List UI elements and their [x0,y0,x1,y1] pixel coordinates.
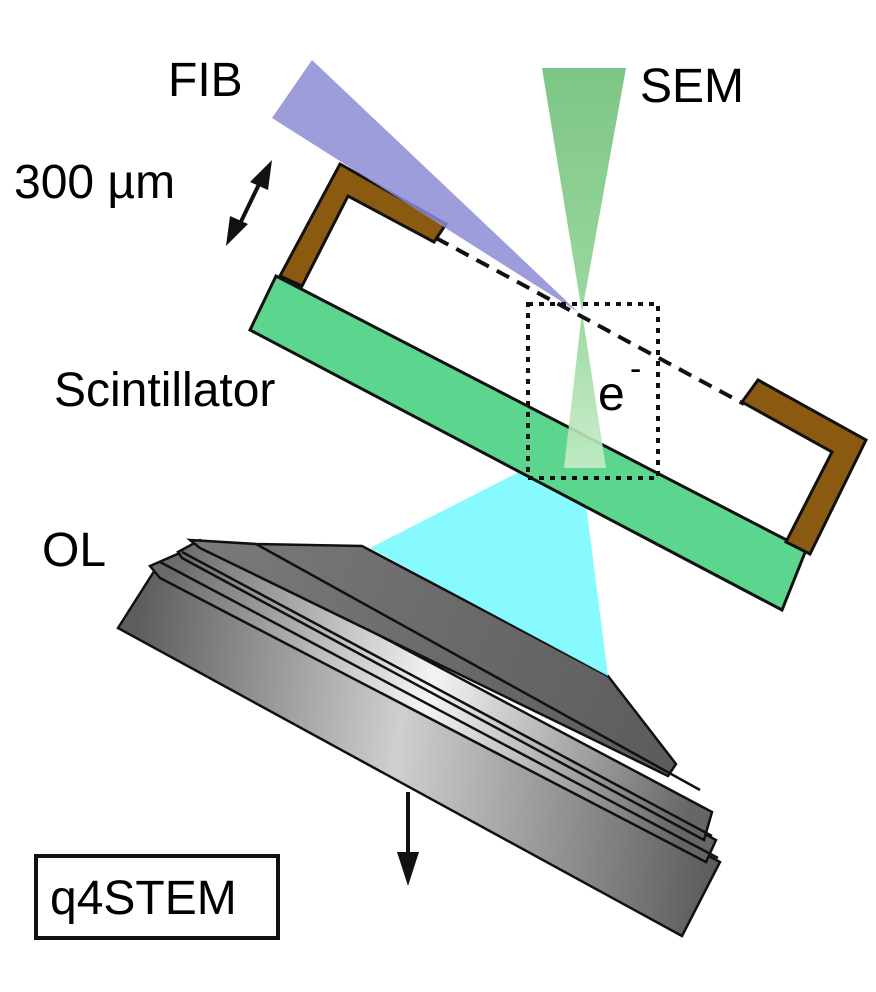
lens-groove-3 [255,542,701,792]
holder-right [739,378,868,557]
scintillator-label: Scintillator [54,364,275,417]
output-arrow [397,792,419,886]
holder-left [277,161,449,288]
sem-beam [542,68,626,468]
mode-label: q4STEM [50,872,237,925]
arrow-head-up-icon [250,160,272,190]
lens-groove-1 [159,560,719,860]
region-of-interest-box [526,302,660,480]
electron-charge-label: - [630,350,641,388]
electron-label: e [598,368,625,421]
distance-arrow [226,160,272,246]
fib-beam [272,60,578,312]
objective-lens-label: OL [42,524,106,577]
scintillator-plate [248,273,808,613]
mode-label-box [34,854,280,940]
lens-groove-2 [181,550,713,838]
light-cone [370,442,608,676]
arrow-head-down-output-icon [397,852,419,886]
fib-label: FIB [168,54,243,107]
sem-label: SEM [640,60,744,113]
lens-base-slab [116,560,722,938]
distance-label: 300 µm [14,156,175,209]
sample-dashed-line [435,236,745,406]
lens-top-block [186,538,678,778]
objective-lens [116,538,722,938]
arrow-head-down-icon [226,216,248,246]
